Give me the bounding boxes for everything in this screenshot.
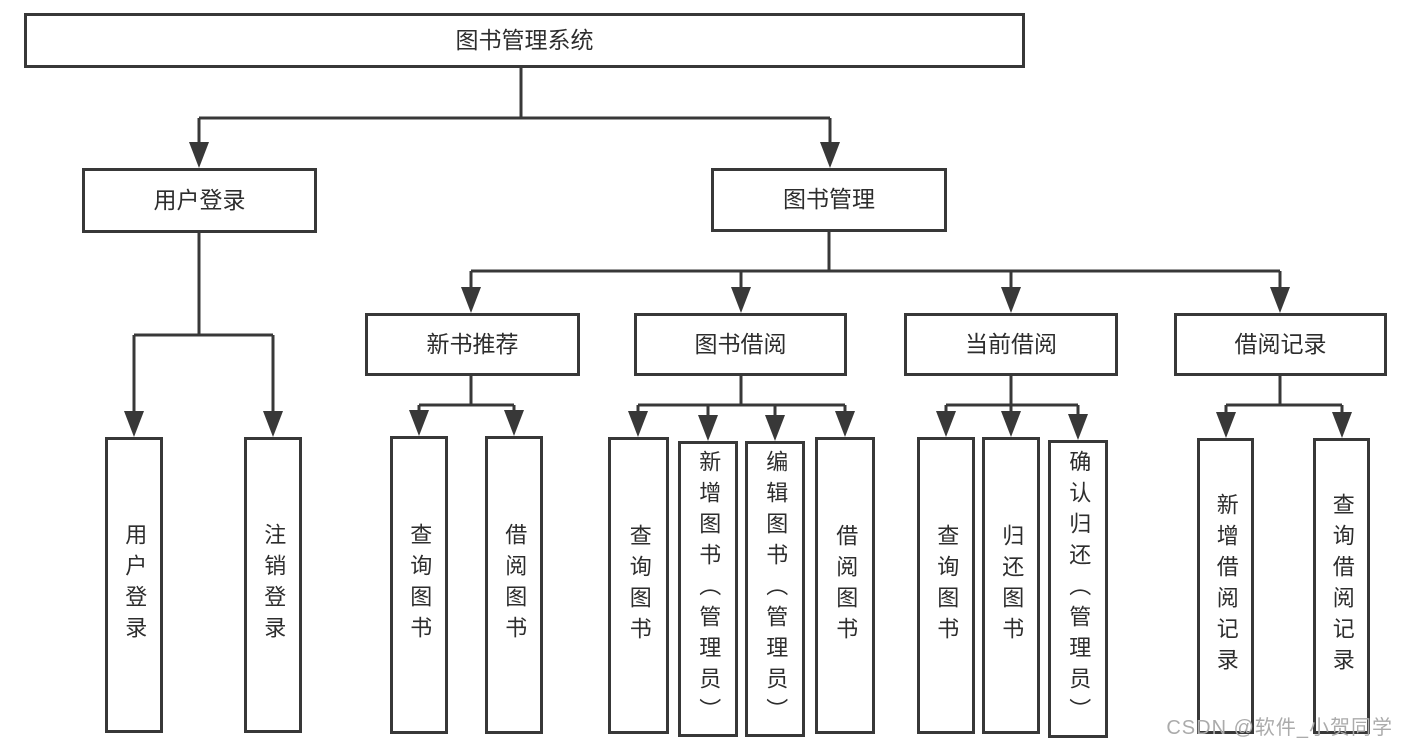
node-leaf-add-borrow-record: 新增借阅记录	[1197, 438, 1254, 734]
csdn-watermark: CSDN @软件_小贺同学	[1166, 717, 1393, 739]
node-user-login: 用户登录	[82, 168, 317, 233]
node-leaf-edit-book-admin: 编辑图书（管理员）	[745, 441, 805, 737]
arrowhead	[1332, 412, 1352, 438]
node-leaf-user-login: 用户登录	[105, 437, 163, 733]
edge-book-mgmt-to-level3	[469, 232, 1282, 291]
node-leaf-query-borrow-record: 查询借阅记录	[1313, 438, 1370, 734]
node-leaf-borrow-books: 借阅图书	[485, 436, 543, 734]
arrowhead	[698, 415, 718, 441]
node-current-borrowing: 当前借阅	[904, 313, 1118, 376]
arrowhead	[409, 410, 429, 436]
node-borrow-records: 借阅记录	[1174, 313, 1387, 376]
arrowhead	[1001, 287, 1021, 313]
node-book-management: 图书管理	[711, 168, 947, 232]
node-leaf-add-book-admin: 新增图书（管理员）	[678, 441, 738, 737]
node-leaf-logout: 注销登录	[244, 437, 302, 733]
edge-user-login-to-leaves	[132, 233, 275, 416]
node-book-borrowing: 图书借阅	[634, 313, 847, 376]
node-leaf-query-books: 查询图书	[390, 436, 448, 734]
arrowhead	[461, 287, 481, 313]
arrowhead	[1270, 287, 1290, 313]
arrowhead	[124, 411, 144, 437]
edge-current-borrow-to-leaves	[944, 376, 1080, 419]
node-leaf-query-books: 查询图书	[917, 437, 975, 734]
arrowhead	[1001, 411, 1021, 437]
edge-book-borrow-to-leaves	[636, 376, 847, 420]
arrowhead	[731, 287, 751, 313]
arrowhead	[835, 411, 855, 437]
node-library-management-system: 图书管理系统	[24, 13, 1025, 68]
node-leaf-borrow-books: 借阅图书	[815, 437, 875, 734]
edge-borrow-records-to-leaves	[1224, 376, 1344, 417]
node-leaf-query-books: 查询图书	[608, 437, 669, 734]
arrowhead	[504, 410, 524, 436]
arrowhead	[765, 415, 785, 441]
arrowhead	[1216, 412, 1236, 438]
arrowhead	[263, 411, 283, 437]
edge-new-book-rec-to-leaves	[417, 376, 516, 416]
arrowhead	[936, 411, 956, 437]
arrowhead	[189, 142, 209, 168]
node-leaf-confirm-return-admin: 确认归还（管理员）	[1048, 440, 1108, 738]
node-new-book-recommend: 新书推荐	[365, 313, 580, 376]
arrowhead	[820, 142, 840, 168]
edge-root-to-level2	[197, 68, 832, 148]
arrowhead	[628, 411, 648, 437]
node-leaf-return-books: 归还图书	[982, 437, 1040, 734]
arrowhead	[1068, 414, 1088, 440]
